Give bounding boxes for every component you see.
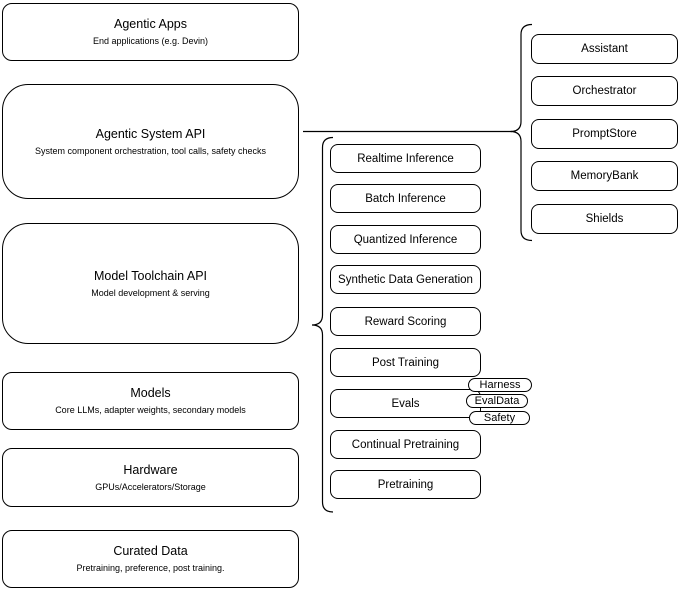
toolchain-item-label: Reward Scoring xyxy=(364,315,447,328)
component-label: Assistant xyxy=(581,43,628,55)
component-shields: Shields xyxy=(531,204,678,234)
toolchain-item-evals: Evals xyxy=(330,389,481,418)
eval-tag-harness: Harness xyxy=(468,378,532,392)
toolchain-item-label: Quantized Inference xyxy=(353,233,458,246)
toolchain-item-post-training: Post Training xyxy=(330,348,481,377)
toolchain-item-label: Realtime Inference xyxy=(357,152,454,165)
node-agentic-apps: Agentic Apps End applications (e.g. Devi… xyxy=(2,3,299,61)
node-title: Agentic Apps xyxy=(114,17,187,31)
node-subtitle: GPUs/Accelerators/Storage xyxy=(95,481,206,492)
node-subtitle: Pretraining, preference, post training. xyxy=(76,563,225,573)
toolchain-item-pretraining: Pretraining xyxy=(330,470,481,499)
component-assistant: Assistant xyxy=(531,34,678,64)
node-subtitle: System component orchestration, tool cal… xyxy=(34,145,267,156)
toolchain-item-label: Pretraining xyxy=(377,478,434,491)
toolchain-item-realtime-inference: Realtime Inference xyxy=(330,144,481,173)
toolchain-item-label: Continual Pretraining xyxy=(351,438,460,451)
node-title: Model Toolchain API xyxy=(93,268,208,283)
component-label: MemoryBank xyxy=(570,170,639,182)
node-curated-data: Curated Data Pretraining, preference, po… xyxy=(2,530,299,588)
node-title: Curated Data xyxy=(113,544,188,558)
eval-tag-evaldata: EvalData xyxy=(466,394,528,408)
component-label: Orchestrator xyxy=(572,85,637,97)
node-title: Models xyxy=(130,386,171,400)
toolchain-item-batch-inference: Batch Inference xyxy=(330,184,481,213)
toolchain-item-label: Batch Inference xyxy=(365,192,446,205)
system-components-brace xyxy=(510,23,533,242)
node-title: Hardware xyxy=(123,462,178,477)
toolchain-item-label: Post Training xyxy=(371,356,440,369)
node-agentic-system-api: Agentic System API System component orch… xyxy=(2,84,299,199)
eval-tag-label: Harness xyxy=(479,379,521,391)
component-orchestrator: Orchestrator xyxy=(531,76,678,106)
toolchain-item-label: Synthetic Data Generation xyxy=(338,273,473,286)
toolchain-item-label: Evals xyxy=(391,397,420,410)
component-label: Shields xyxy=(585,213,624,225)
toolchain-item-quantized-inference: Quantized Inference xyxy=(330,225,481,254)
node-title: Agentic System API xyxy=(95,126,206,141)
eval-tag-safety: Safety xyxy=(469,411,530,425)
eval-tag-label: Safety xyxy=(483,412,516,424)
node-models: Models Core LLMs, adapter weights, secon… xyxy=(2,372,299,430)
component-promptstore: PromptStore xyxy=(531,119,678,149)
node-subtitle: End applications (e.g. Devin) xyxy=(92,36,209,46)
toolchain-item-reward-scoring: Reward Scoring xyxy=(330,307,481,336)
node-hardware: Hardware GPUs/Accelerators/Storage xyxy=(2,448,299,507)
eval-tag-label: EvalData xyxy=(474,395,520,407)
component-label: PromptStore xyxy=(572,128,637,140)
component-memorybank: MemoryBank xyxy=(531,161,678,191)
node-subtitle: Model development & serving xyxy=(91,287,210,298)
toolchain-item-continual-pretraining: Continual Pretraining xyxy=(330,430,481,459)
node-model-toolchain-api: Model Toolchain API Model development & … xyxy=(2,223,299,344)
node-subtitle: Core LLMs, adapter weights, secondary mo… xyxy=(55,405,246,415)
toolchain-item-synthetic-data-generation: Synthetic Data Generation xyxy=(330,265,481,294)
